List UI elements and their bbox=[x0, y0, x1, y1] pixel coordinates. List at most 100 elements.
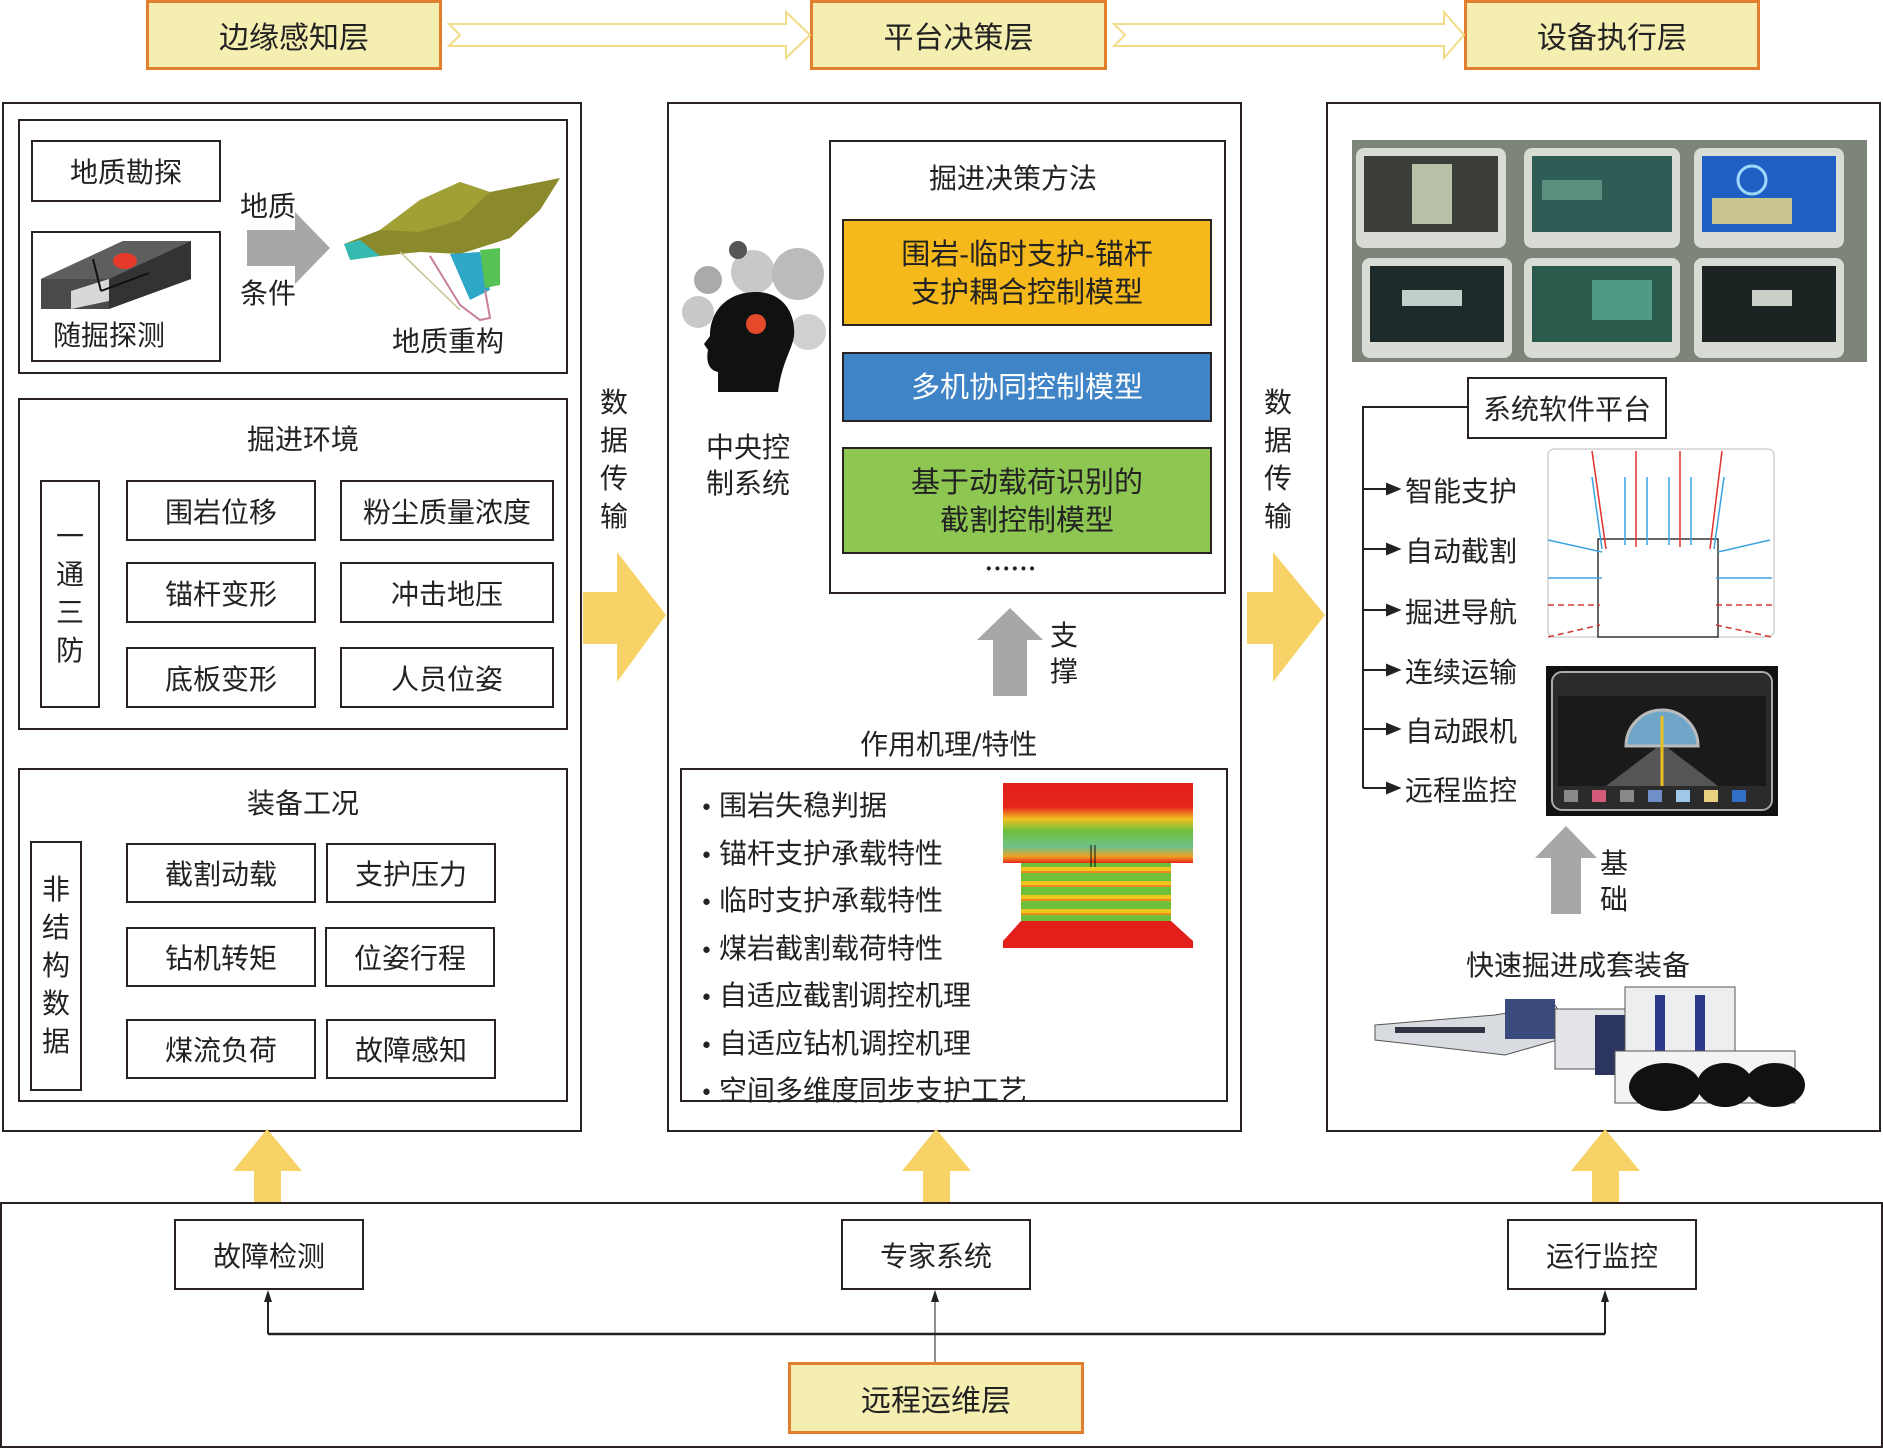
function-item: 远程监控 bbox=[1405, 769, 1517, 809]
decision-model-coupling: 围岩-临时支护-锚杆支护耦合控制模型 bbox=[842, 219, 1212, 326]
env-item: 人员位姿 bbox=[340, 647, 554, 708]
big-arrow-right-icon bbox=[583, 552, 666, 682]
mechanism-item: 自适应截割调控机理 bbox=[700, 974, 1027, 1022]
platform-layer-label: 平台决策层 bbox=[883, 21, 1034, 56]
arrow-up-icon bbox=[1571, 1129, 1640, 1202]
ellipsis: ······ bbox=[985, 556, 1037, 582]
equip-side-char: 非 bbox=[41, 873, 70, 906]
transfer-char: 输 bbox=[1264, 500, 1293, 533]
env-item: 冲击地压 bbox=[340, 562, 554, 623]
equip-item: 位姿行程 bbox=[325, 927, 495, 987]
data-transfer-label-right: 数 据 传 输 bbox=[1264, 384, 1292, 536]
mechanism-item: 煤岩截割载荷特性 bbox=[700, 927, 1027, 975]
model-line: 支护耦合控制模型 bbox=[910, 274, 1143, 309]
env-item-label: 底板变形 bbox=[164, 662, 277, 696]
environment-title: 掘进环境 bbox=[247, 423, 360, 456]
equip-side-char: 构 bbox=[41, 949, 70, 982]
foundation-arrow-up-icon bbox=[1535, 826, 1597, 914]
decision-model-cutting: 基于动载荷识别的截割控制模型 bbox=[842, 447, 1212, 554]
function-item: 连续运输 bbox=[1405, 651, 1517, 691]
geology-reconstruct-label: 地质重构 bbox=[392, 325, 505, 358]
mechanism-list: 围岩失稳判据 锚杆支护承载特性 临时支护承载特性 煤岩截割载荷特性 自适应截割调… bbox=[700, 784, 1027, 1117]
foundation-label: 基 础 bbox=[1600, 846, 1628, 918]
monitor-screen bbox=[1524, 148, 1680, 248]
model-line: 多机协同控制模型 bbox=[910, 370, 1143, 404]
device-execution-layer: 设备执行层 bbox=[1464, 0, 1760, 70]
mechanism-item: 锚杆支护承载特性 bbox=[700, 832, 1027, 880]
central-control-line: 中央控 bbox=[706, 431, 791, 464]
function-label: 掘进导航 bbox=[1405, 596, 1518, 629]
monitor-screen bbox=[1524, 258, 1680, 358]
equip-side-char: 据 bbox=[41, 1025, 70, 1058]
env-item-label: 锚杆变形 bbox=[164, 577, 277, 611]
edge-layer-label: 边缘感知层 bbox=[219, 21, 369, 56]
geology-survey-label: 地质勘探 bbox=[69, 156, 182, 189]
equip-side-char: 数 bbox=[41, 987, 70, 1020]
function-label: 远程监控 bbox=[1405, 774, 1518, 807]
software-platform-label: 系统软件平台 bbox=[1482, 393, 1651, 426]
function-label: 自动跟机 bbox=[1405, 715, 1518, 748]
equip-item-label: 支护压力 bbox=[354, 858, 467, 891]
env-side-label: 一 通 三 防 bbox=[40, 480, 100, 708]
remote-layer-label: 远程运维层 bbox=[861, 1384, 1011, 1419]
env-item: 底板变形 bbox=[126, 647, 316, 708]
env-item: 粉尘质量浓度 bbox=[340, 480, 554, 541]
mechanism-item: 临时支护承载特性 bbox=[700, 879, 1027, 927]
env-side-char: 三 bbox=[55, 596, 84, 629]
equip-item-label: 钻机转矩 bbox=[164, 942, 277, 975]
brain-head-icon bbox=[682, 241, 826, 392]
function-label: 智能支护 bbox=[1405, 475, 1518, 508]
navigation-screen-icon bbox=[1546, 666, 1778, 816]
equip-item: 钻机转矩 bbox=[126, 927, 316, 987]
arrow-label-bottom: 条件 bbox=[240, 277, 297, 310]
env-side-char: 通 bbox=[55, 558, 84, 591]
central-control-line: 制系统 bbox=[706, 467, 791, 500]
data-transfer-label-left: 数 据 传 输 bbox=[600, 384, 628, 536]
foundation-char: 基 bbox=[1600, 847, 1629, 880]
platform-decision-layer: 平台决策层 bbox=[810, 0, 1107, 70]
equipment-set-title: 快速掘进成套装备 bbox=[1466, 949, 1691, 982]
transfer-char: 输 bbox=[600, 500, 629, 533]
hollow-arrow-icon bbox=[446, 9, 812, 61]
arrow-up-icon bbox=[233, 1129, 302, 1202]
support-char: 支 bbox=[1050, 619, 1079, 652]
equip-item-label: 截割动载 bbox=[164, 858, 277, 891]
decision-method-title: 掘进决策方法 bbox=[929, 162, 1098, 195]
mechanism-item: 空间多维度同步支护工艺 bbox=[700, 1069, 1027, 1117]
software-platform-box: 系统软件平台 bbox=[1467, 377, 1667, 439]
transfer-char: 据 bbox=[1264, 424, 1293, 457]
mechanism-title: 作用机理/特性 bbox=[860, 728, 1038, 761]
fault-detection-label: 故障检测 bbox=[212, 1239, 325, 1273]
env-side-char: 一 bbox=[55, 520, 84, 553]
geology-model-icon bbox=[344, 178, 560, 322]
hollow-arrow-icon bbox=[1111, 9, 1466, 61]
monitor-screen bbox=[1694, 148, 1844, 248]
arrow-up-icon bbox=[902, 1129, 971, 1202]
function-label: 自动截割 bbox=[1405, 535, 1518, 568]
central-control-label: 中央控 制系统 bbox=[706, 430, 790, 502]
function-tree-connector bbox=[1362, 406, 1467, 795]
remote-up-arrows bbox=[233, 1129, 1640, 1202]
equip-item: 支护压力 bbox=[326, 843, 496, 903]
foundation-char: 础 bbox=[1600, 883, 1629, 916]
transfer-char: 数 bbox=[1264, 386, 1293, 419]
decision-model-multimachine: 多机协同控制模型 bbox=[842, 352, 1212, 422]
equip-item: 故障感知 bbox=[326, 1019, 496, 1079]
geology-arrow-icon bbox=[247, 212, 330, 284]
transfer-char: 传 bbox=[1264, 462, 1293, 495]
function-item: 智能支护 bbox=[1405, 470, 1517, 510]
equip-side-char: 结 bbox=[41, 911, 70, 944]
function-item: 自动跟机 bbox=[1405, 710, 1517, 750]
monitor-wall-image bbox=[1352, 140, 1867, 362]
env-item-label: 人员位姿 bbox=[390, 662, 503, 696]
env-item-label: 围岩位移 bbox=[164, 495, 277, 529]
geology-survey-box: 地质勘探 bbox=[31, 140, 221, 202]
transfer-char: 据 bbox=[600, 424, 629, 457]
env-item-label: 粉尘质量浓度 bbox=[362, 495, 531, 529]
device-layer-label: 设备执行层 bbox=[1537, 21, 1687, 56]
mechanism-item: 自适应钻机调控机理 bbox=[700, 1022, 1027, 1070]
equip-item-label: 故障感知 bbox=[354, 1034, 467, 1067]
stress-contour-icon bbox=[1003, 783, 1193, 948]
remote-om-layer: 远程运维层 bbox=[788, 1362, 1084, 1434]
support-arrow-up-icon bbox=[977, 608, 1043, 696]
